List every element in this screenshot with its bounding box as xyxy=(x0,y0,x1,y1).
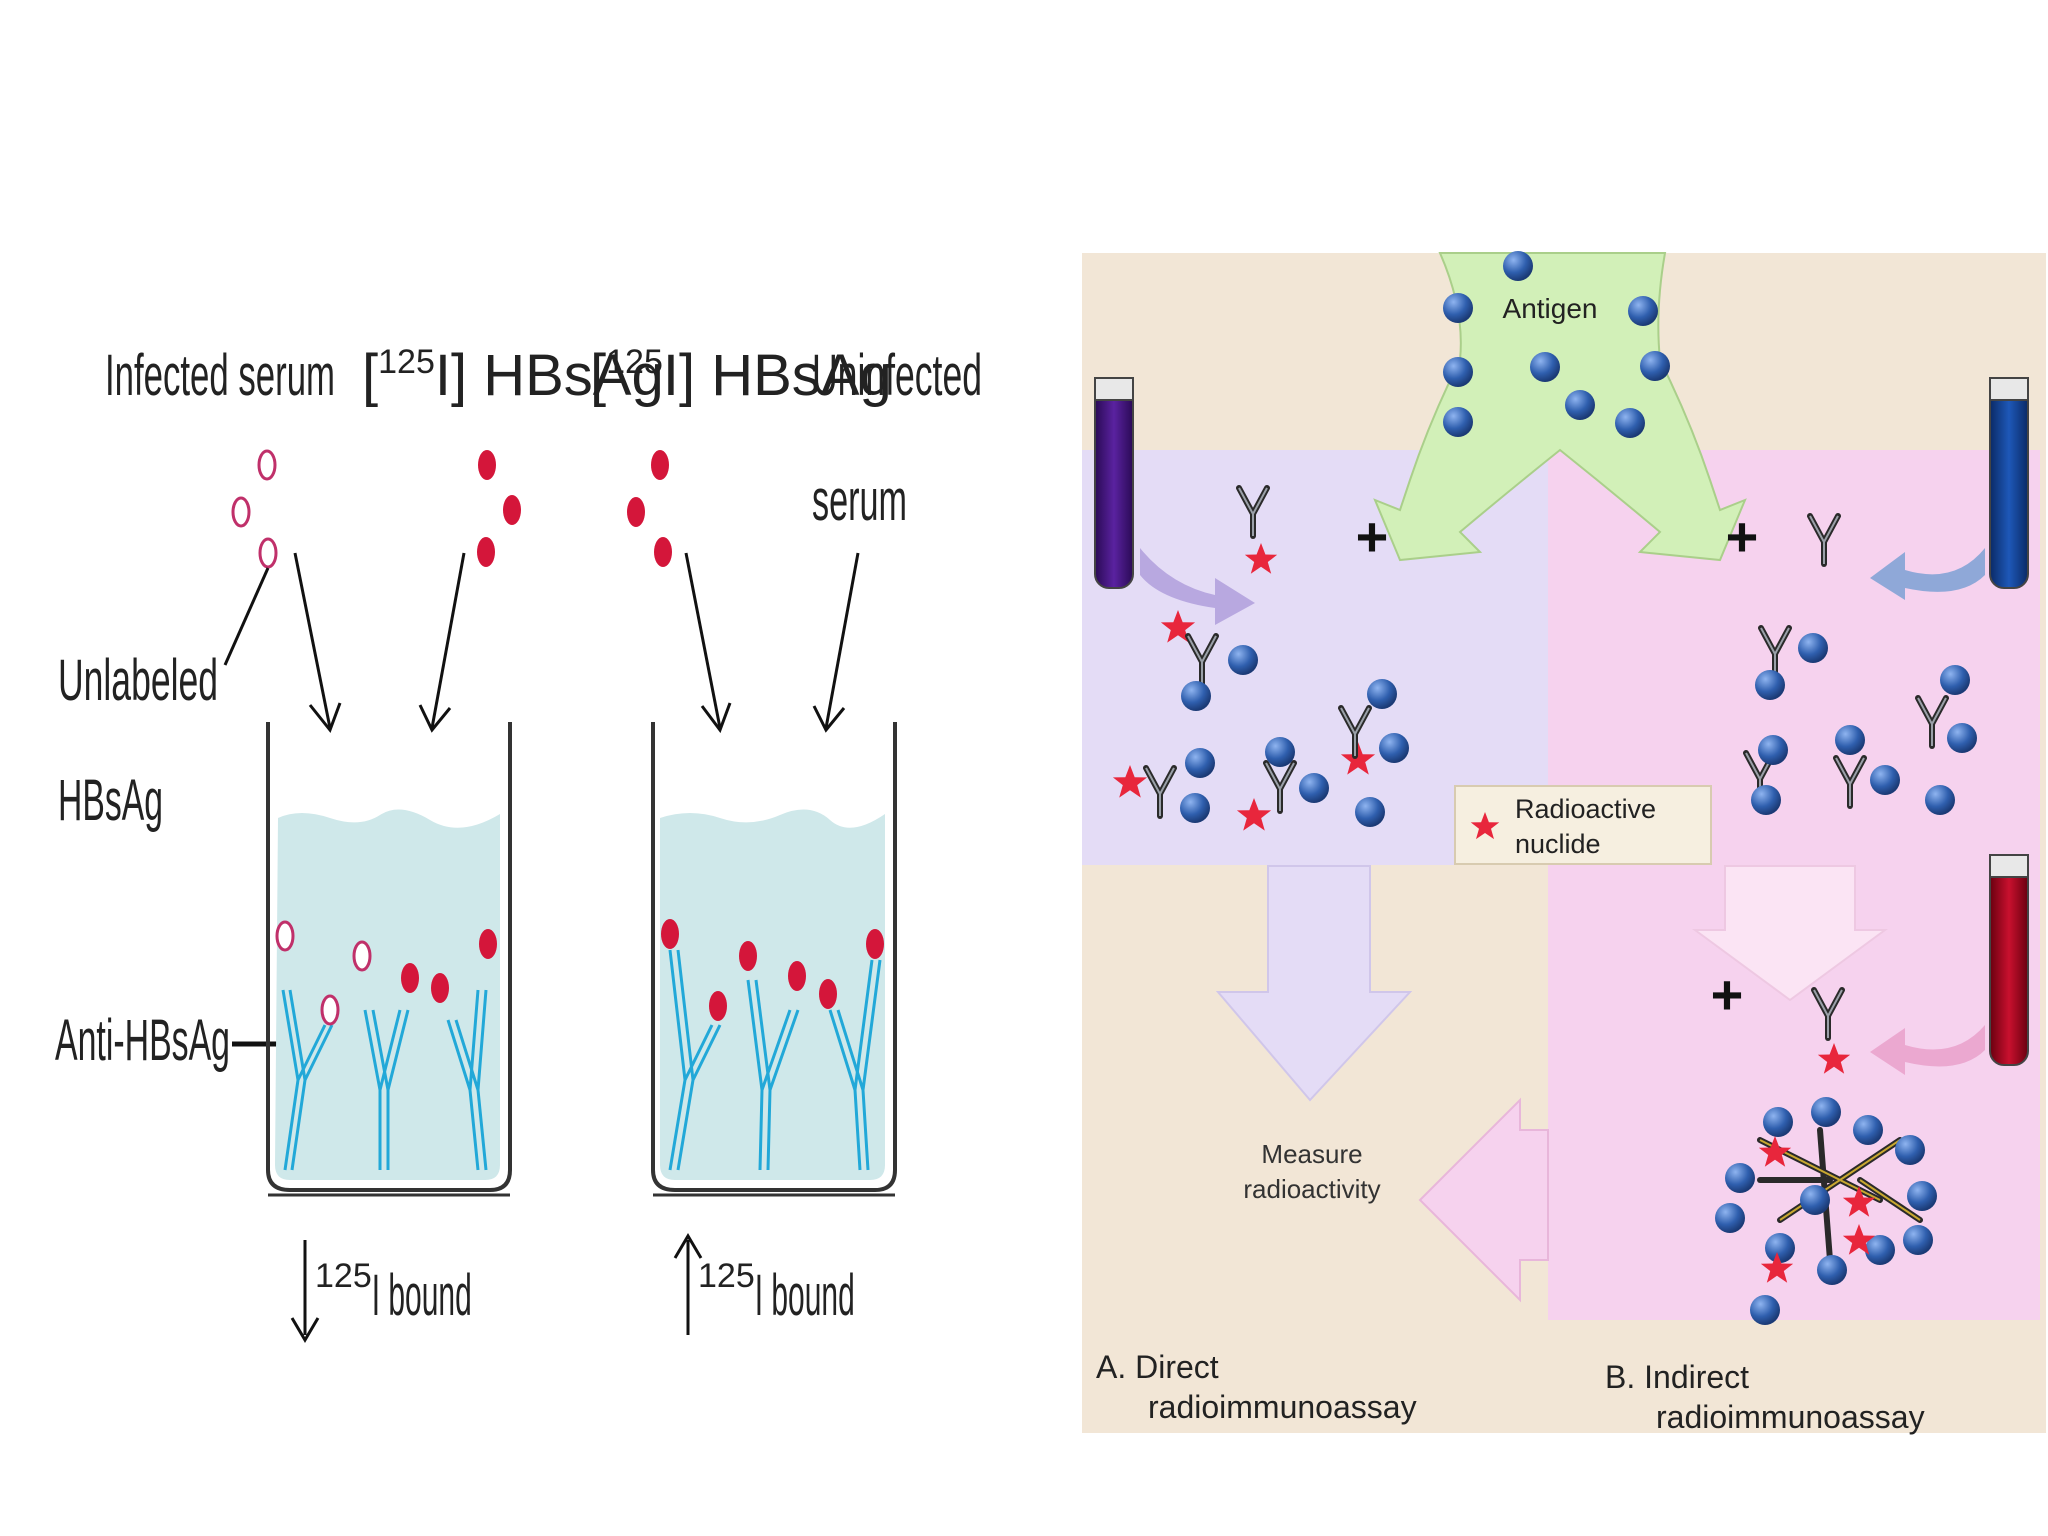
label-hbsag: HBsAg xyxy=(58,768,163,833)
direct-complexes xyxy=(1112,610,1409,831)
plus-direct: + xyxy=(1356,505,1389,568)
input-arrows xyxy=(293,552,860,734)
arrow-tube-blue xyxy=(1870,548,1985,600)
measure-line1: Measure xyxy=(1261,1139,1362,1169)
caption-direct-line1: A. Direct xyxy=(1096,1349,1219,1385)
left-diagram: Infected serum [125I] HBsAg [125I] HBsAg… xyxy=(55,343,982,1343)
right-diagram: Antigen + + xyxy=(1082,251,2046,1435)
tube-purple xyxy=(1094,377,1134,589)
label-infected-serum: Infected serum xyxy=(105,343,335,408)
plus-second: + xyxy=(1711,963,1744,1026)
arrow-tube-purple xyxy=(1140,548,1255,625)
svg-text:Radioactive: Radioactive xyxy=(1515,794,1656,824)
bound-low: 125I bound xyxy=(290,1240,472,1343)
plus-indirect: + xyxy=(1726,505,1759,568)
caption-direct-line2: radioimmunoassay xyxy=(1148,1389,1417,1425)
label-i125-hbsag-right: [125I] HBsAg xyxy=(590,343,892,408)
labeled-antigens-left xyxy=(477,450,521,567)
label-uninfected: Uninfected xyxy=(812,343,982,408)
tube-red xyxy=(1989,854,2029,1066)
svg-text:125I bound: 125I bound xyxy=(698,1257,855,1328)
measure-line2: radioactivity xyxy=(1243,1174,1380,1204)
bound-high: 125I bound xyxy=(673,1233,855,1335)
arrow-direct-down xyxy=(1215,865,1413,1102)
svg-text:125I bound: 125I bound xyxy=(315,1257,472,1328)
label-i125-hbsag-left: [125I] HBsAg xyxy=(362,343,664,408)
well-infected xyxy=(266,722,512,1197)
well-uninfected xyxy=(651,722,897,1197)
arrow-to-measure xyxy=(1418,1097,1549,1303)
arrow-indirect-down xyxy=(1691,865,1889,1002)
aggregate-complex xyxy=(1715,1097,1937,1325)
unlabeled-pointer xyxy=(223,567,270,666)
tube-blue xyxy=(1989,377,2029,589)
label-unlabeled: Unlabeled xyxy=(58,648,218,713)
label-serum: serum xyxy=(812,468,907,533)
labeled-antigens-right xyxy=(627,450,672,567)
svg-text:nuclide: nuclide xyxy=(1515,829,1601,859)
antigen-balls xyxy=(1443,251,1670,438)
unlabeled-antigens xyxy=(231,449,278,569)
label-anti-hbsag: Anti-HBsAg xyxy=(55,1008,230,1073)
antigen-label: Antigen xyxy=(1503,293,1598,324)
indirect-complexes xyxy=(1746,628,1977,815)
legend-radioactive: Radioactive nuclide xyxy=(1454,785,1712,865)
caption-indirect-line2: radioimmunoassay xyxy=(1656,1399,1925,1435)
arrow-tube-red xyxy=(1870,1025,1985,1075)
caption-indirect-line1: B. Indirect xyxy=(1605,1359,1749,1395)
